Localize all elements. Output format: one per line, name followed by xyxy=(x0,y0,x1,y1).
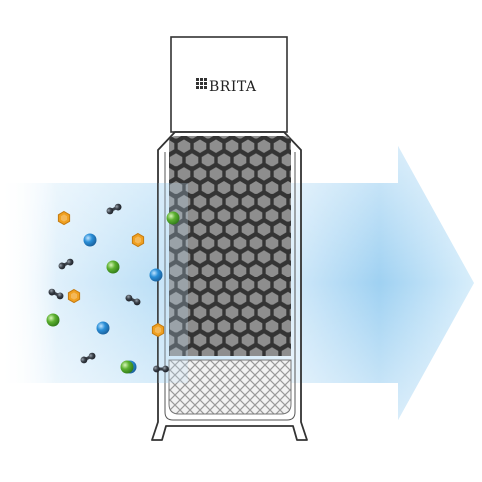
dumbbell-particle xyxy=(106,203,122,215)
blue-sphere-particle xyxy=(149,268,163,282)
dumbbell-particle xyxy=(125,294,141,306)
green-sphere-particle xyxy=(166,211,180,225)
dumbbell-particle xyxy=(58,258,74,270)
pollutant-particles xyxy=(46,203,180,374)
blue-sphere-particle xyxy=(83,233,97,247)
green-sphere-particle xyxy=(120,360,134,374)
blue-sphere-particle xyxy=(96,321,110,335)
hexagon-highlight xyxy=(60,214,68,222)
hexagon-highlight xyxy=(134,236,142,244)
hexagon-highlight xyxy=(154,326,162,334)
filter-cap xyxy=(170,36,288,133)
green-sphere-particle xyxy=(46,313,60,327)
dumbbell-particle xyxy=(80,352,96,364)
dumbbell-particle xyxy=(153,365,169,373)
hexagon-particle xyxy=(151,322,165,338)
hexagon-particle xyxy=(131,232,145,248)
brand-name: BRITA xyxy=(209,79,257,95)
mesh-prefilter xyxy=(168,359,292,415)
hexagon-highlight xyxy=(70,292,78,300)
brita-grid-logo-icon xyxy=(196,78,207,89)
green-sphere-particle xyxy=(106,260,120,274)
dumbbell-particle xyxy=(48,288,64,300)
carbon-honeycomb-filter xyxy=(169,136,291,356)
hexagon-particle xyxy=(67,288,81,304)
hexagon-particle xyxy=(57,210,71,226)
